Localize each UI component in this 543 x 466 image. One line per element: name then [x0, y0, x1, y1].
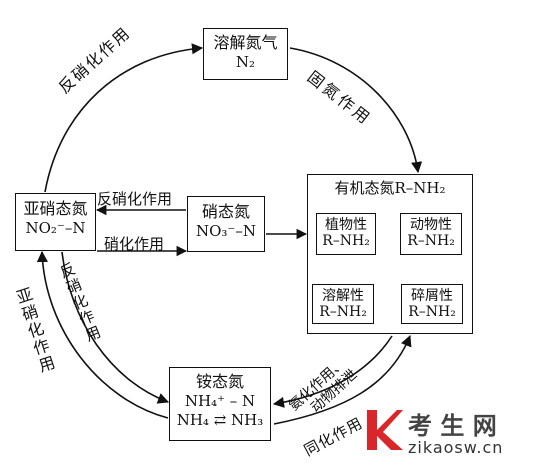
- arrow-ammonification: [272, 335, 393, 408]
- node-label: 碎屑性: [411, 288, 453, 304]
- node-label: 硝态氮: [201, 202, 250, 221]
- node-nitrate: 硝态氮 NO₃⁻–N: [187, 196, 265, 252]
- node-label: 溶解氮气: [213, 33, 278, 52]
- node-plant: 植物性 R–NH₂: [316, 213, 376, 255]
- node-label: 铵态氮: [195, 372, 244, 391]
- arrow-nitrite-formation: [36, 250, 169, 419]
- watermark-brand: 考 生 网: [408, 412, 497, 440]
- node-title: 有机态氮R–NH₂: [334, 179, 446, 197]
- watermark-url: zikaosw.cn: [408, 438, 504, 457]
- node-formula: NO₃⁻–N: [196, 222, 256, 240]
- node-dissolved-n2: 溶解氮气 N₂: [203, 28, 288, 80]
- watermark-logo-icon: [367, 410, 403, 450]
- node-formula: R–NH₂: [408, 304, 456, 321]
- node-label: 植物性: [325, 217, 367, 233]
- node-dissolved-organic: 溶解性 R–NH₂: [312, 284, 374, 324]
- arrow-assimilation: [273, 334, 412, 425]
- node-label: 溶解性: [322, 288, 364, 304]
- node-ammonium: 铵态氮 NH₄⁺ – N NH₄ ⇄ NH₃: [169, 367, 271, 441]
- node-formula: NH₄⁺ – N: [184, 392, 256, 410]
- node-detritus: 碎屑性 R–NH₂: [401, 284, 463, 324]
- node-formula: R–NH₂: [407, 233, 455, 250]
- node-formula: N₂: [235, 53, 256, 71]
- label-nitrification-mid: 硝化作用: [104, 235, 165, 253]
- node-label: 亚硝态氮: [23, 199, 88, 218]
- arrow-denitrification-top: [44, 43, 204, 193]
- node-formula: R–NH₂: [322, 233, 370, 250]
- arrow-nitrogen-fixation: [289, 47, 423, 174]
- node-nitrite: 亚硝态氮 NO₂⁻–N: [15, 193, 96, 251]
- node-formula: NO₂⁻–N: [25, 219, 86, 237]
- arrow-denitrification-left: [61, 251, 170, 404]
- label-denitrification-mid: 反硝化作用: [97, 190, 173, 208]
- node-equilibrium: NH₄ ⇄ NH₃: [176, 410, 264, 429]
- node-label: 动物性: [410, 217, 452, 233]
- node-animal: 动物性 R–NH₂: [400, 213, 462, 255]
- node-formula: R–NH₂: [319, 304, 367, 321]
